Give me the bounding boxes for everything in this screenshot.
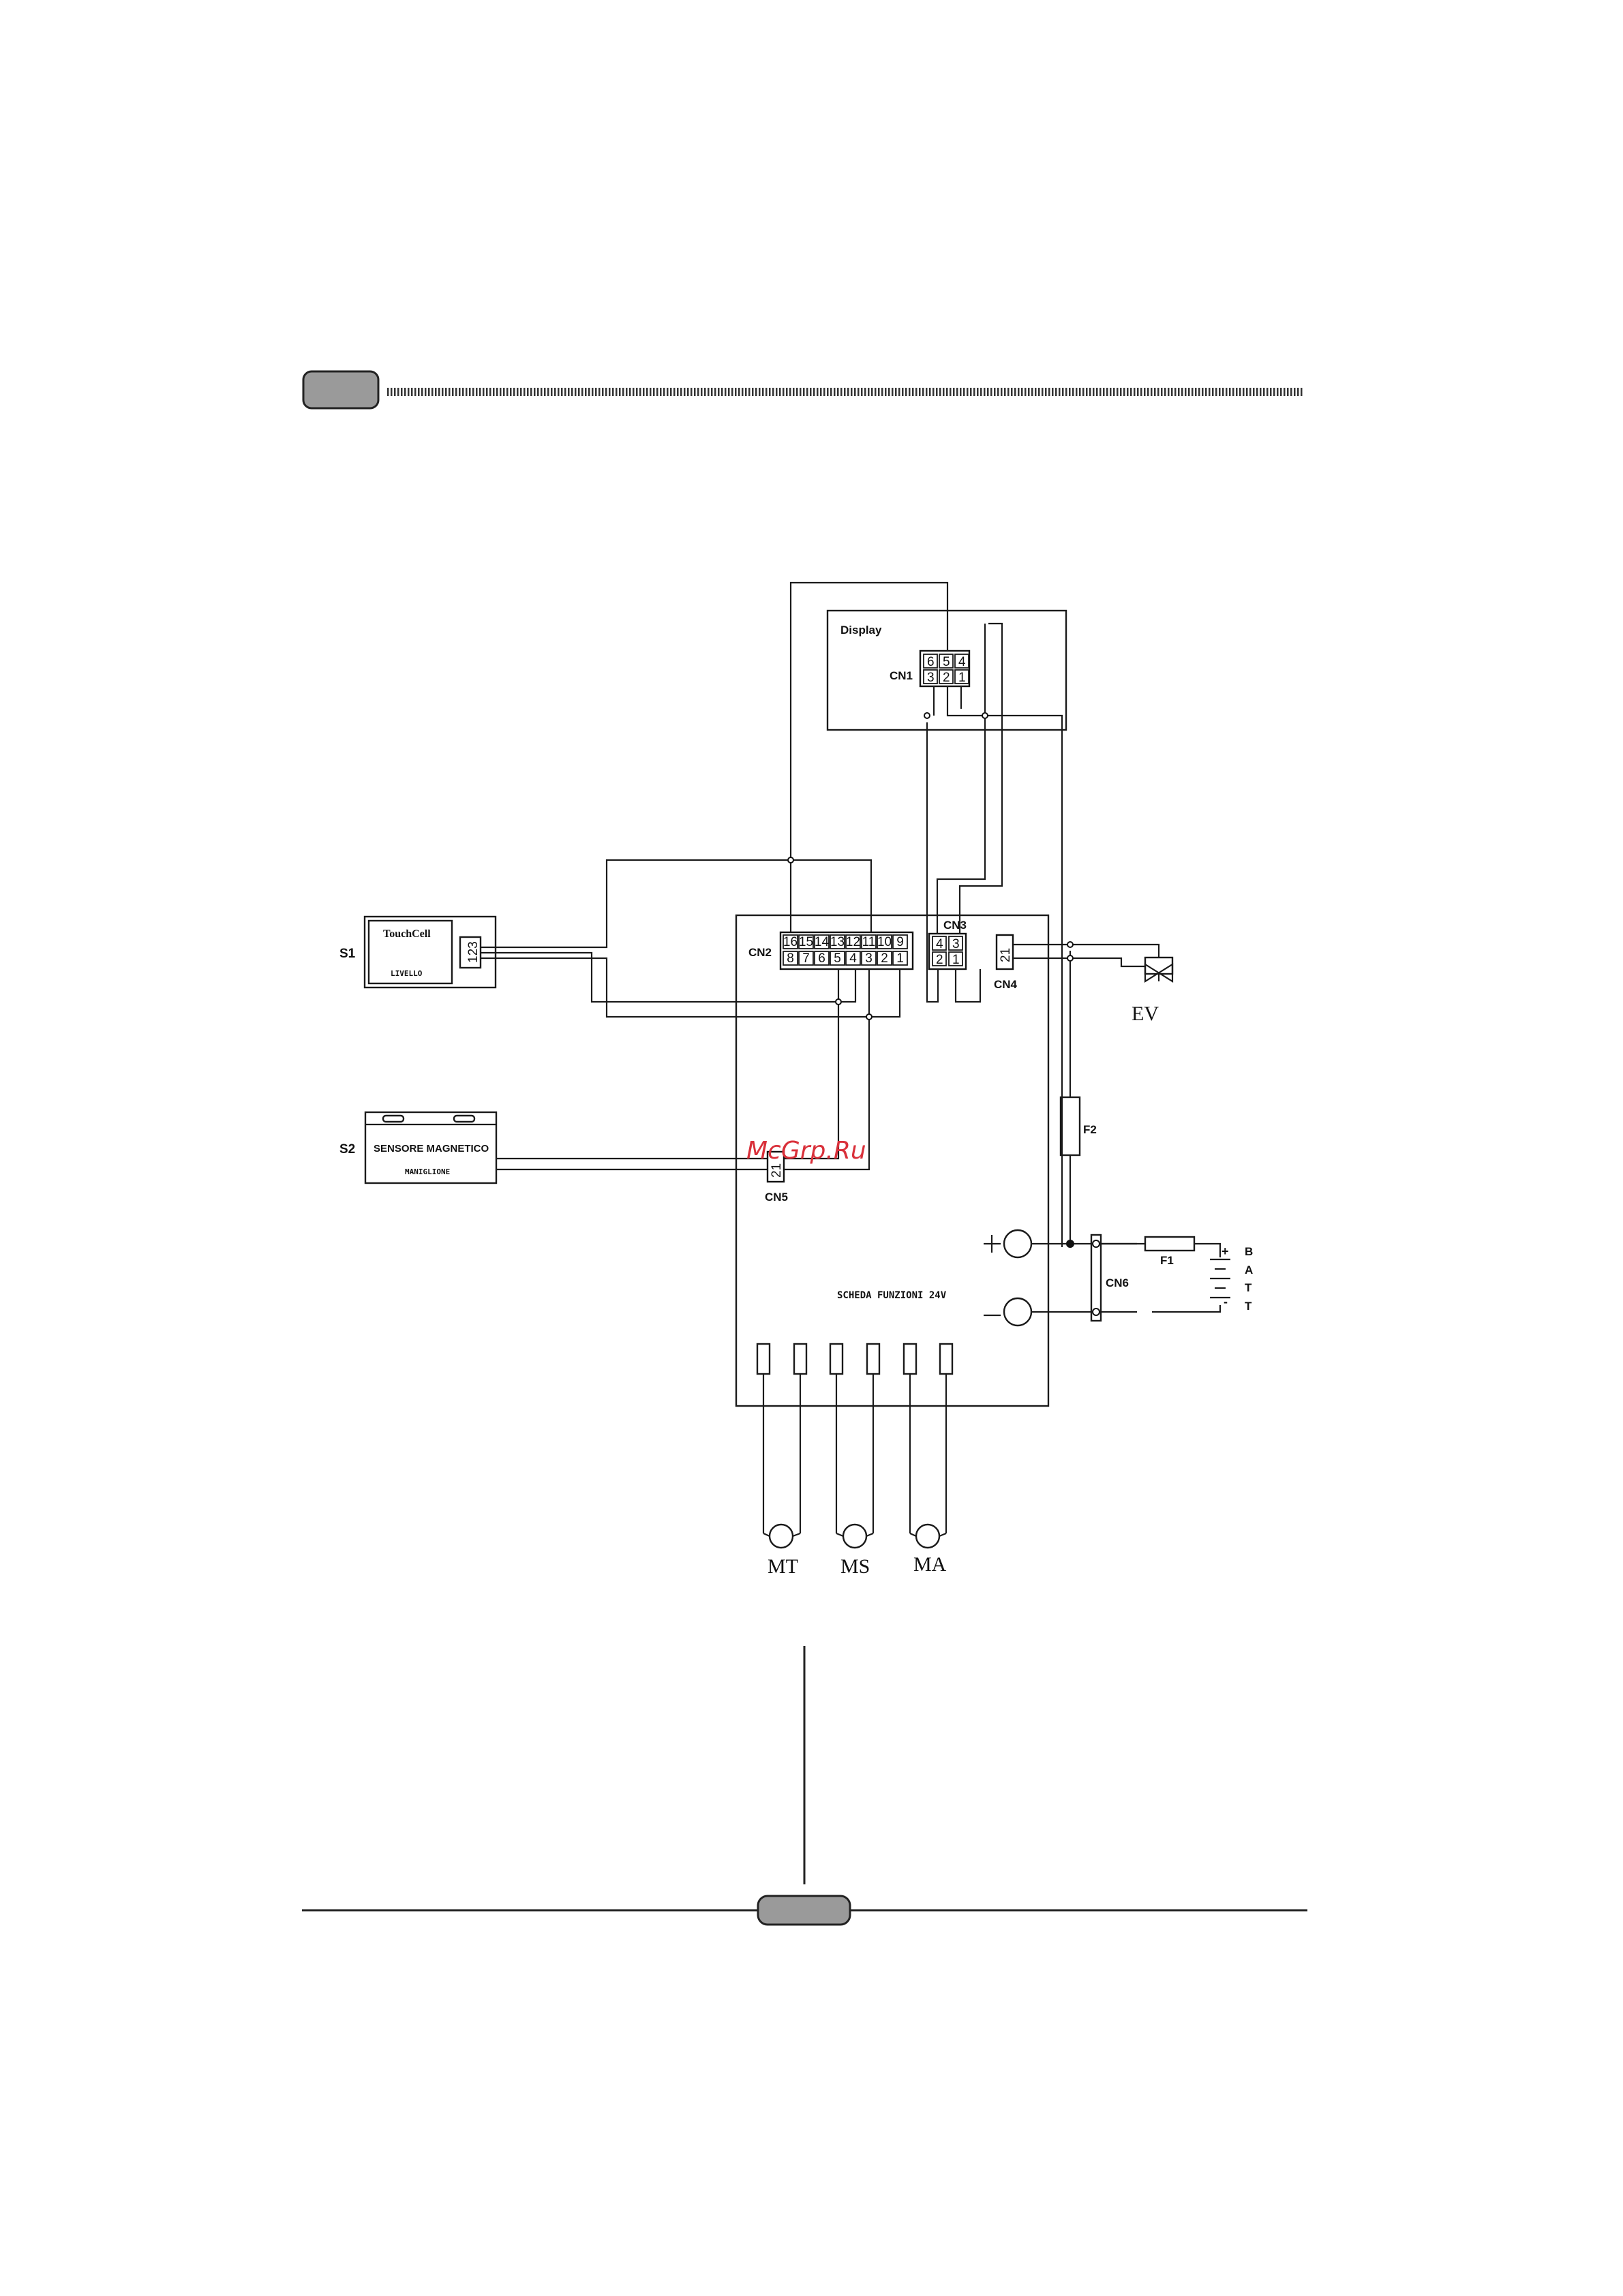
cn1-pin: 3 — [927, 671, 935, 685]
cn2-pin: 16 — [783, 935, 798, 949]
battery-letter: T — [1245, 1300, 1252, 1313]
battery-plus: + — [1222, 1244, 1229, 1258]
cn2-pin: 4 — [849, 951, 857, 966]
plus-icon — [984, 1235, 1001, 1253]
cn6-label: CN6 — [1106, 1276, 1129, 1289]
fuse-f1 — [1145, 1237, 1194, 1251]
motor-label: MT — [768, 1555, 798, 1578]
cn2-pin: 12 — [846, 935, 860, 949]
f1-label: F1 — [1160, 1254, 1174, 1267]
cn4-pins: 21 — [999, 948, 1013, 962]
motor-label: MS — [840, 1555, 870, 1578]
cn1-pin: 6 — [927, 655, 935, 669]
header-tab — [303, 371, 378, 408]
wiring — [481, 583, 1220, 1533]
battery-letter: A — [1245, 1264, 1253, 1276]
cn3-connector: 4 3 2 1 — [929, 934, 966, 969]
cn2-pin: 5 — [834, 951, 841, 966]
cn5-label: CN5 — [765, 1191, 788, 1204]
motor-ms-icon — [836, 1525, 873, 1548]
cn2-pin: 6 — [818, 951, 825, 966]
cn2-pin: 13 — [830, 935, 845, 949]
fuse-f2 — [1061, 1097, 1080, 1155]
ev-label: EV — [1132, 1002, 1159, 1025]
cn2-pin: 11 — [862, 935, 876, 949]
s2-tag: S2 — [339, 1142, 355, 1157]
s2-title: SENSORE MAGNETICO — [374, 1143, 489, 1154]
page-number-tab — [758, 1896, 850, 1925]
cn6-connector — [1091, 1235, 1101, 1321]
cn1-label: CN1 — [890, 669, 913, 682]
cn2-pin: 15 — [799, 935, 813, 949]
cn3-label: CN3 — [943, 919, 967, 932]
cn2-pin: 10 — [877, 935, 892, 949]
watermark-text: McGrp.Ru — [746, 1137, 866, 1165]
cn5-pins: 21 — [770, 1163, 784, 1178]
ev-valve-icon — [1145, 958, 1172, 981]
board-title: SCHEDA FUNZIONI 24V — [837, 1290, 947, 1301]
positive-terminal — [1004, 1230, 1031, 1257]
negative-terminal — [1004, 1298, 1031, 1326]
motor-mt-icon — [763, 1525, 800, 1548]
battery-letter: B — [1245, 1245, 1253, 1258]
cn1-pin: 5 — [943, 655, 950, 669]
cn1-pin: 4 — [958, 655, 966, 669]
s1-title: TouchCell — [383, 928, 431, 940]
cn1-pin: 1 — [958, 671, 966, 685]
cn3-pin: 4 — [936, 937, 943, 951]
cn2-pin: 8 — [787, 951, 794, 966]
cn2-pin: 7 — [802, 951, 810, 966]
s1-pins: 123 — [466, 941, 481, 963]
s2-subtitle: MANIGLIONE — [405, 1167, 450, 1176]
cn3-pin: 3 — [952, 937, 960, 951]
cn3-pin: 2 — [936, 953, 943, 967]
s1-touchcell: TouchCell LIVELLO 123 — [365, 917, 496, 988]
cn1-connector: 6 5 4 3 2 1 — [920, 651, 969, 686]
s1-subtitle: LIVELLO — [391, 969, 423, 978]
cn2-label: CN2 — [748, 946, 772, 959]
s1-tag: S1 — [339, 947, 356, 961]
f2-label: F2 — [1083, 1123, 1097, 1136]
battery-minus: - — [1224, 1295, 1228, 1308]
display-title: Display — [840, 624, 882, 637]
cn2-pin: 3 — [865, 951, 873, 966]
cn2-pin: 1 — [896, 951, 904, 966]
cn1-pin: 2 — [943, 671, 950, 685]
cn2-pin: 9 — [896, 935, 904, 949]
s2-magnetic-sensor: SENSORE MAGNETICO MANIGLIONE — [365, 1112, 496, 1183]
cn4-label: CN4 — [994, 978, 1018, 991]
wire-crossings — [788, 713, 1074, 1247]
cn4-connector: 21 — [997, 935, 1013, 969]
battery: + - B A T T — [1210, 1244, 1253, 1313]
cn2-pin: 14 — [815, 935, 830, 949]
motor-tabs — [757, 1344, 952, 1374]
motor-ma-icon — [910, 1525, 946, 1548]
cn3-pin: 1 — [952, 953, 960, 967]
cn2-pin: 2 — [881, 951, 888, 966]
motor-label: MA — [913, 1553, 947, 1576]
battery-letter: T — [1245, 1281, 1252, 1294]
